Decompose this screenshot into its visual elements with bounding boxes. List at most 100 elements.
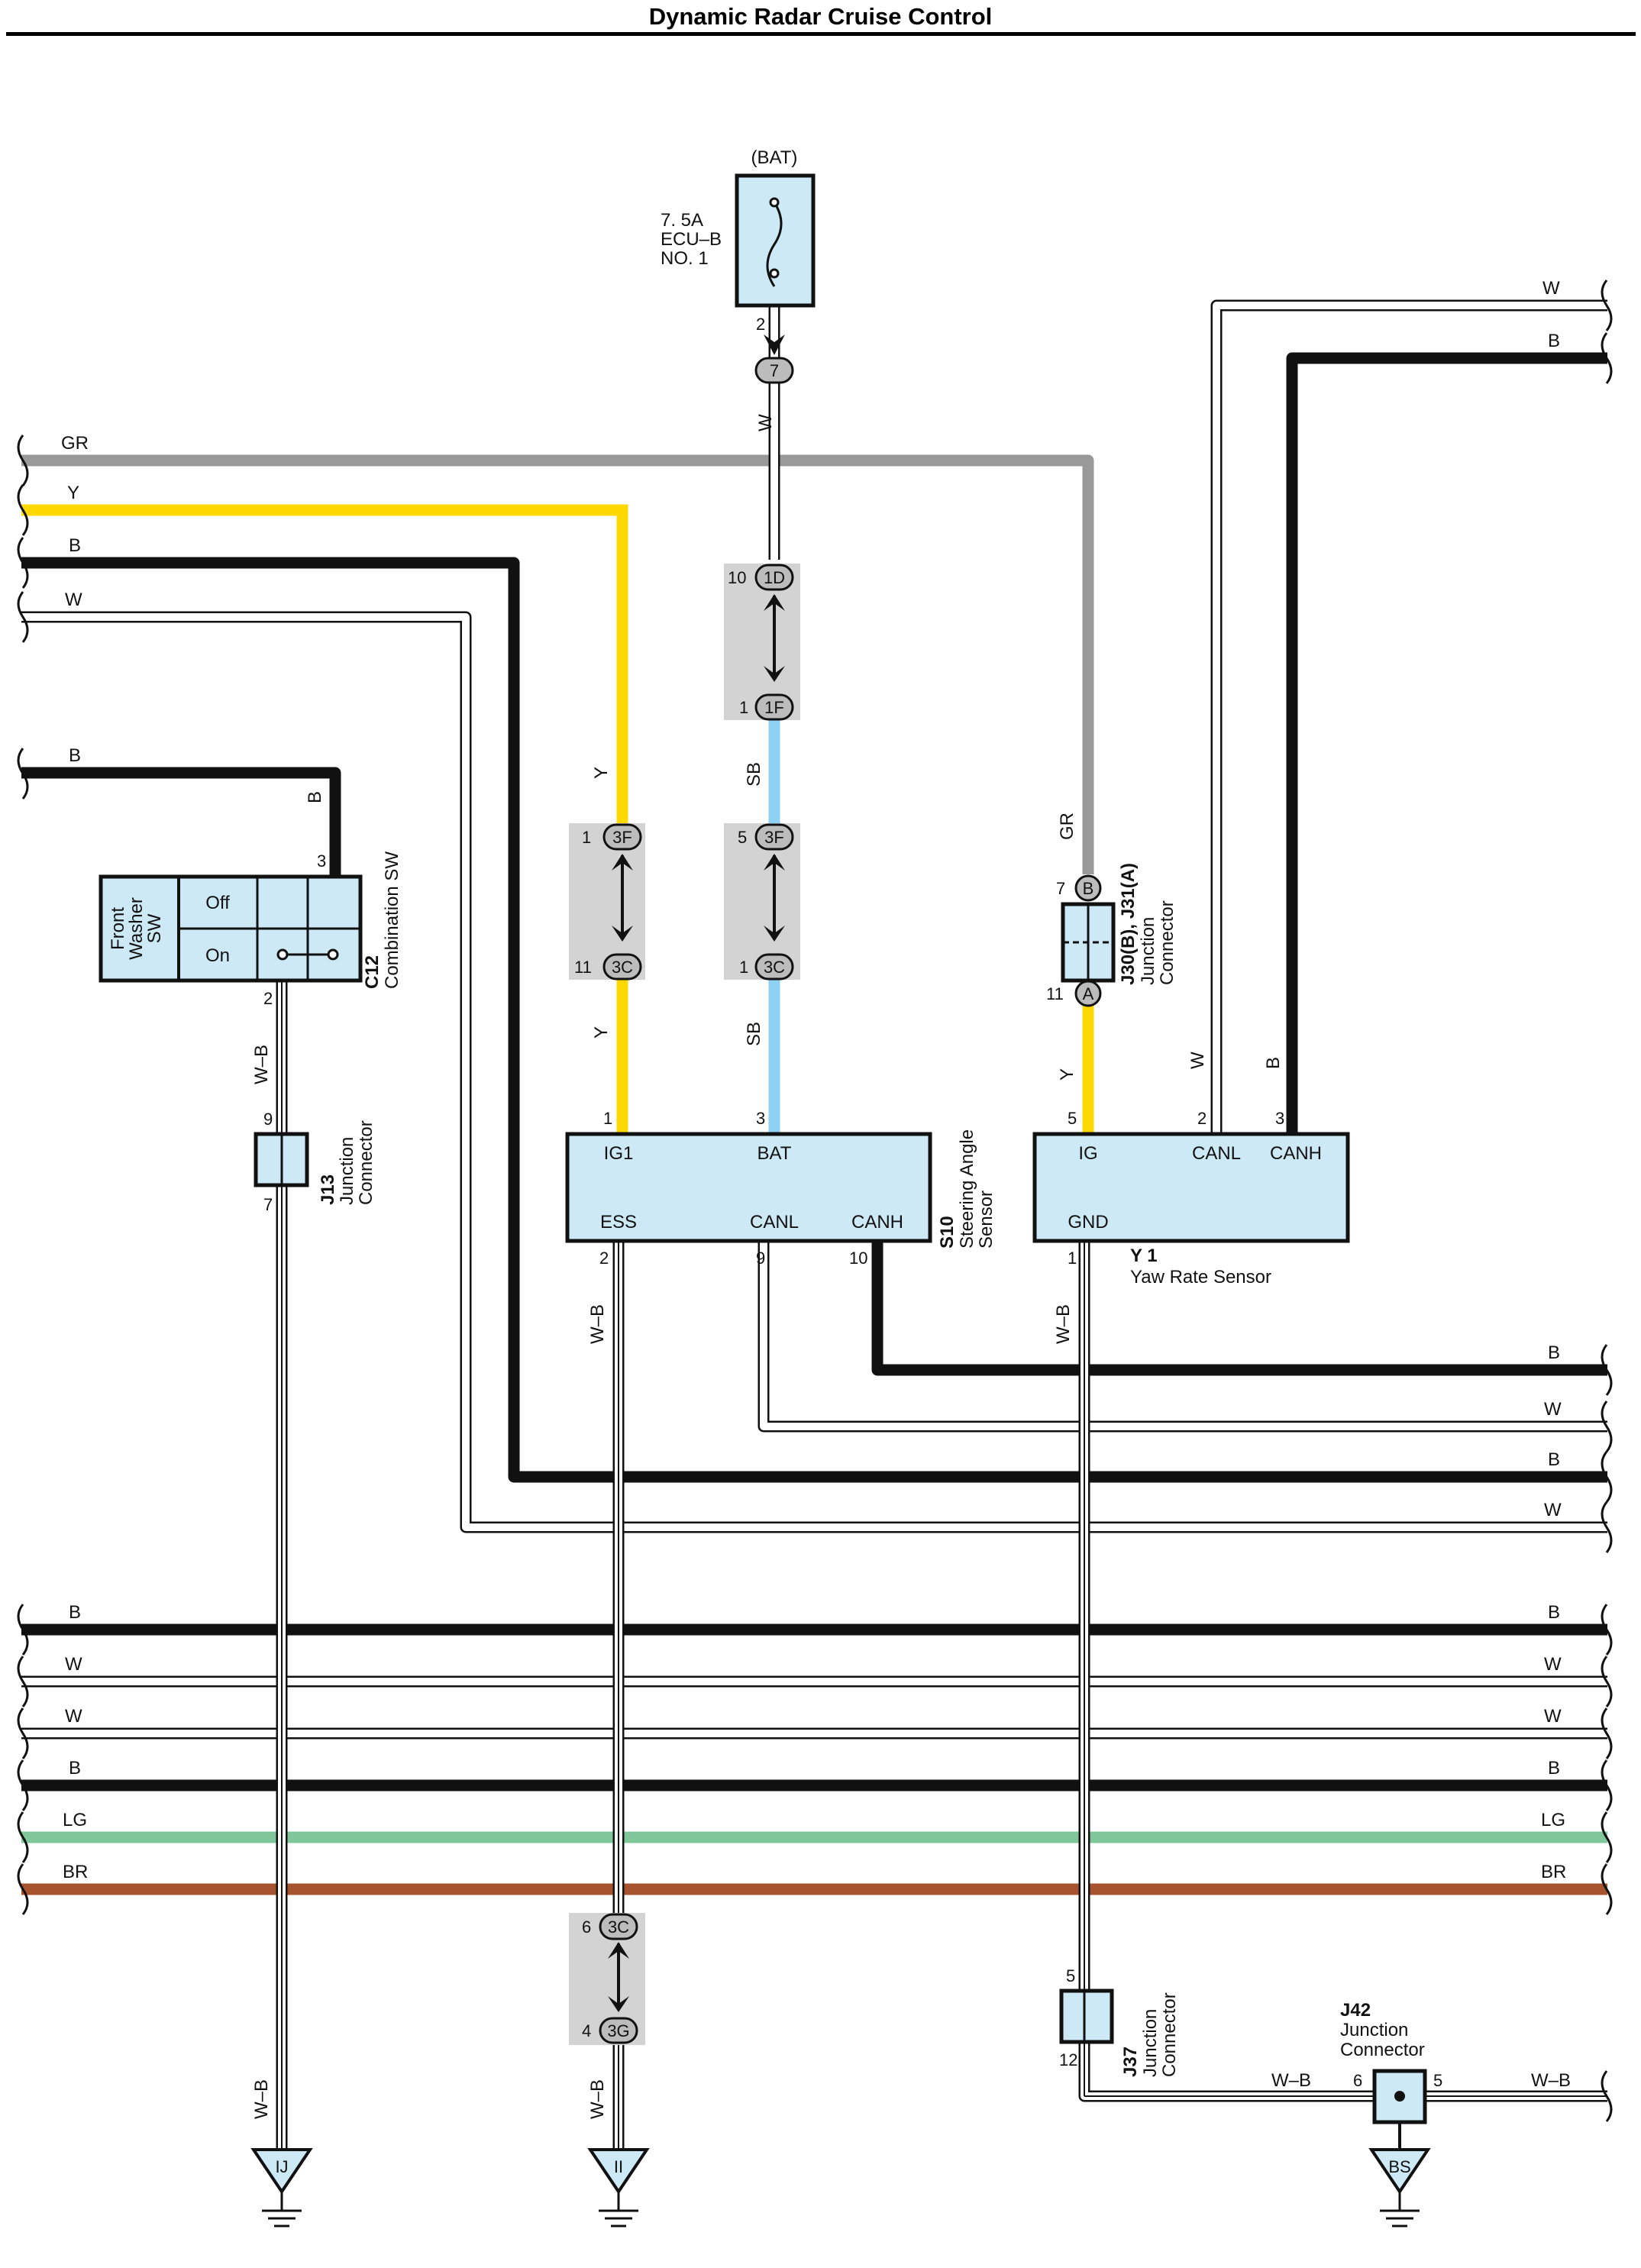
svg-text:BS: BS [1388, 2157, 1410, 2176]
svg-text:Connector: Connector [1157, 900, 1177, 985]
svg-text:3C: 3C [764, 958, 785, 977]
svg-text:W–B: W–B [1531, 2070, 1571, 2091]
svg-text:Junction: Junction [337, 1137, 357, 1205]
svg-text:Washer: Washer [126, 897, 147, 960]
svg-text:B: B [1548, 1342, 1560, 1363]
fuse-rating: 7. 5A [661, 210, 703, 231]
wire-y-main [21, 504, 628, 1132]
ground-bs: BS [1368, 2148, 1431, 2228]
wire-wb-y1 [1078, 1241, 1607, 2102]
svg-text:9: 9 [263, 1110, 273, 1129]
svg-text:1D: 1D [764, 568, 785, 587]
svg-text:SB: SB [744, 762, 764, 787]
svg-text:3F: 3F [764, 828, 784, 847]
svg-text:3F: 3F [612, 828, 632, 847]
svg-text:On: On [205, 945, 230, 966]
svg-text:II: II [614, 2157, 623, 2176]
svg-text:10: 10 [849, 1249, 867, 1268]
svg-text:7: 7 [263, 1195, 273, 1214]
splice-dot-icon [1394, 2091, 1405, 2102]
svg-text:IG: IG [1078, 1143, 1097, 1164]
svg-text:Junction: Junction [1340, 2020, 1408, 2040]
wire-b-switch [21, 767, 341, 875]
wire-w-right-top [1210, 299, 1607, 1132]
svg-text:B: B [1548, 1758, 1560, 1779]
svg-text:LG: LG [63, 1810, 87, 1830]
svg-text:4: 4 [582, 2021, 591, 2040]
svg-text:1: 1 [603, 1109, 612, 1128]
svg-text:2: 2 [599, 1249, 609, 1268]
wire-b-s10-canh [871, 1241, 1607, 1376]
svg-text:1: 1 [739, 698, 748, 717]
connector-3f-3c-ig: 3F 1 3C 11 [569, 823, 645, 981]
yaw-rate-sensor-y1: IG CANL CANH GND 5 2 3 1 Y 1 Yaw Rate Se… [1032, 1109, 1350, 1287]
svg-text:Y 1: Y 1 [1130, 1245, 1158, 1266]
svg-text:B: B [305, 791, 325, 803]
svg-text:ESS: ESS [600, 1212, 637, 1233]
svg-text:W: W [1542, 278, 1560, 299]
left-break-marks [17, 435, 29, 1915]
title-rule [6, 32, 1636, 36]
fuse-number: NO. 1 [661, 248, 709, 269]
right-break-marks [1601, 279, 1613, 2122]
svg-text:S10: S10 [937, 1216, 958, 1249]
fuse-source-label: (BAT) [751, 147, 798, 168]
svg-text:1F: 1F [764, 698, 784, 717]
wire-color-labels: W GR Y B W B B W B Y Y SB SB GR Y W B W–… [61, 278, 1571, 2119]
wire-w-s10-canl [758, 1241, 1607, 1433]
svg-text:SB: SB [744, 1022, 764, 1046]
svg-text:Off: Off [205, 893, 230, 913]
svg-text:C12: C12 [362, 955, 383, 989]
fuse-name: ECU–B [661, 229, 722, 250]
svg-text:5: 5 [1068, 1109, 1077, 1128]
svg-text:5: 5 [738, 828, 747, 847]
svg-text:CANH: CANH [1270, 1143, 1322, 1164]
svg-text:7: 7 [1056, 879, 1065, 898]
svg-text:B: B [1548, 1602, 1560, 1623]
svg-text:Y: Y [67, 483, 79, 503]
ground-icon [587, 2148, 650, 2195]
wire-b-right-top [1286, 352, 1607, 1132]
svg-text:2: 2 [263, 989, 273, 1008]
svg-text:3C: 3C [612, 958, 633, 977]
svg-text:IJ: IJ [275, 2157, 288, 2176]
svg-text:W: W [65, 1706, 82, 1727]
svg-text:1: 1 [739, 958, 748, 977]
wire-gr-main [21, 454, 1094, 874]
svg-text:W: W [1544, 1399, 1562, 1420]
svg-text:Steering Angle: Steering Angle [957, 1129, 977, 1249]
svg-text:W: W [1544, 1654, 1562, 1675]
svg-text:IG1: IG1 [604, 1143, 634, 1164]
svg-text:Y: Y [1057, 1068, 1077, 1081]
svg-text:B: B [1263, 1057, 1284, 1069]
svg-text:W: W [65, 590, 82, 610]
svg-text:B: B [69, 1602, 81, 1623]
svg-text:11: 11 [1046, 984, 1064, 1003]
svg-text:5: 5 [1066, 1966, 1075, 1985]
svg-text:6: 6 [582, 1917, 591, 1937]
connector-3f-3c-bat: 3F 5 3C 1 [724, 823, 800, 981]
svg-text:J42: J42 [1340, 2000, 1371, 2021]
svg-text:W: W [1544, 1706, 1562, 1727]
svg-text:J30(B), J31(A): J30(B), J31(A) [1118, 863, 1139, 985]
svg-text:BR: BR [1541, 1862, 1566, 1882]
svg-text:W–B: W–B [587, 2079, 608, 2119]
svg-text:Y: Y [591, 1026, 612, 1039]
svg-text:3: 3 [1275, 1109, 1284, 1128]
svg-text:B: B [1548, 1449, 1560, 1470]
svg-text:Sensor: Sensor [976, 1191, 997, 1249]
svg-text:W–B: W–B [1053, 1304, 1074, 1344]
fuse-arrow-icon [764, 334, 785, 355]
svg-text:GR: GR [61, 433, 89, 454]
ground-icon [1368, 2148, 1431, 2195]
svg-text:B: B [1548, 331, 1560, 351]
svg-text:Connector: Connector [1159, 1992, 1180, 2077]
junction-j13: 9 7 J13 Junction Connector [254, 1110, 376, 1214]
connector-1d-1f: 1D 10 1F 1 [724, 564, 800, 721]
svg-text:Yaw Rate Sensor: Yaw Rate Sensor [1130, 1267, 1271, 1287]
svg-text:3C: 3C [608, 1917, 629, 1937]
svg-text:2: 2 [1197, 1109, 1207, 1128]
junction-j37: 5 12 J37 Junction Connector [1059, 1966, 1180, 2077]
svg-text:Connector: Connector [356, 1120, 376, 1205]
ground-icon [250, 2148, 313, 2195]
